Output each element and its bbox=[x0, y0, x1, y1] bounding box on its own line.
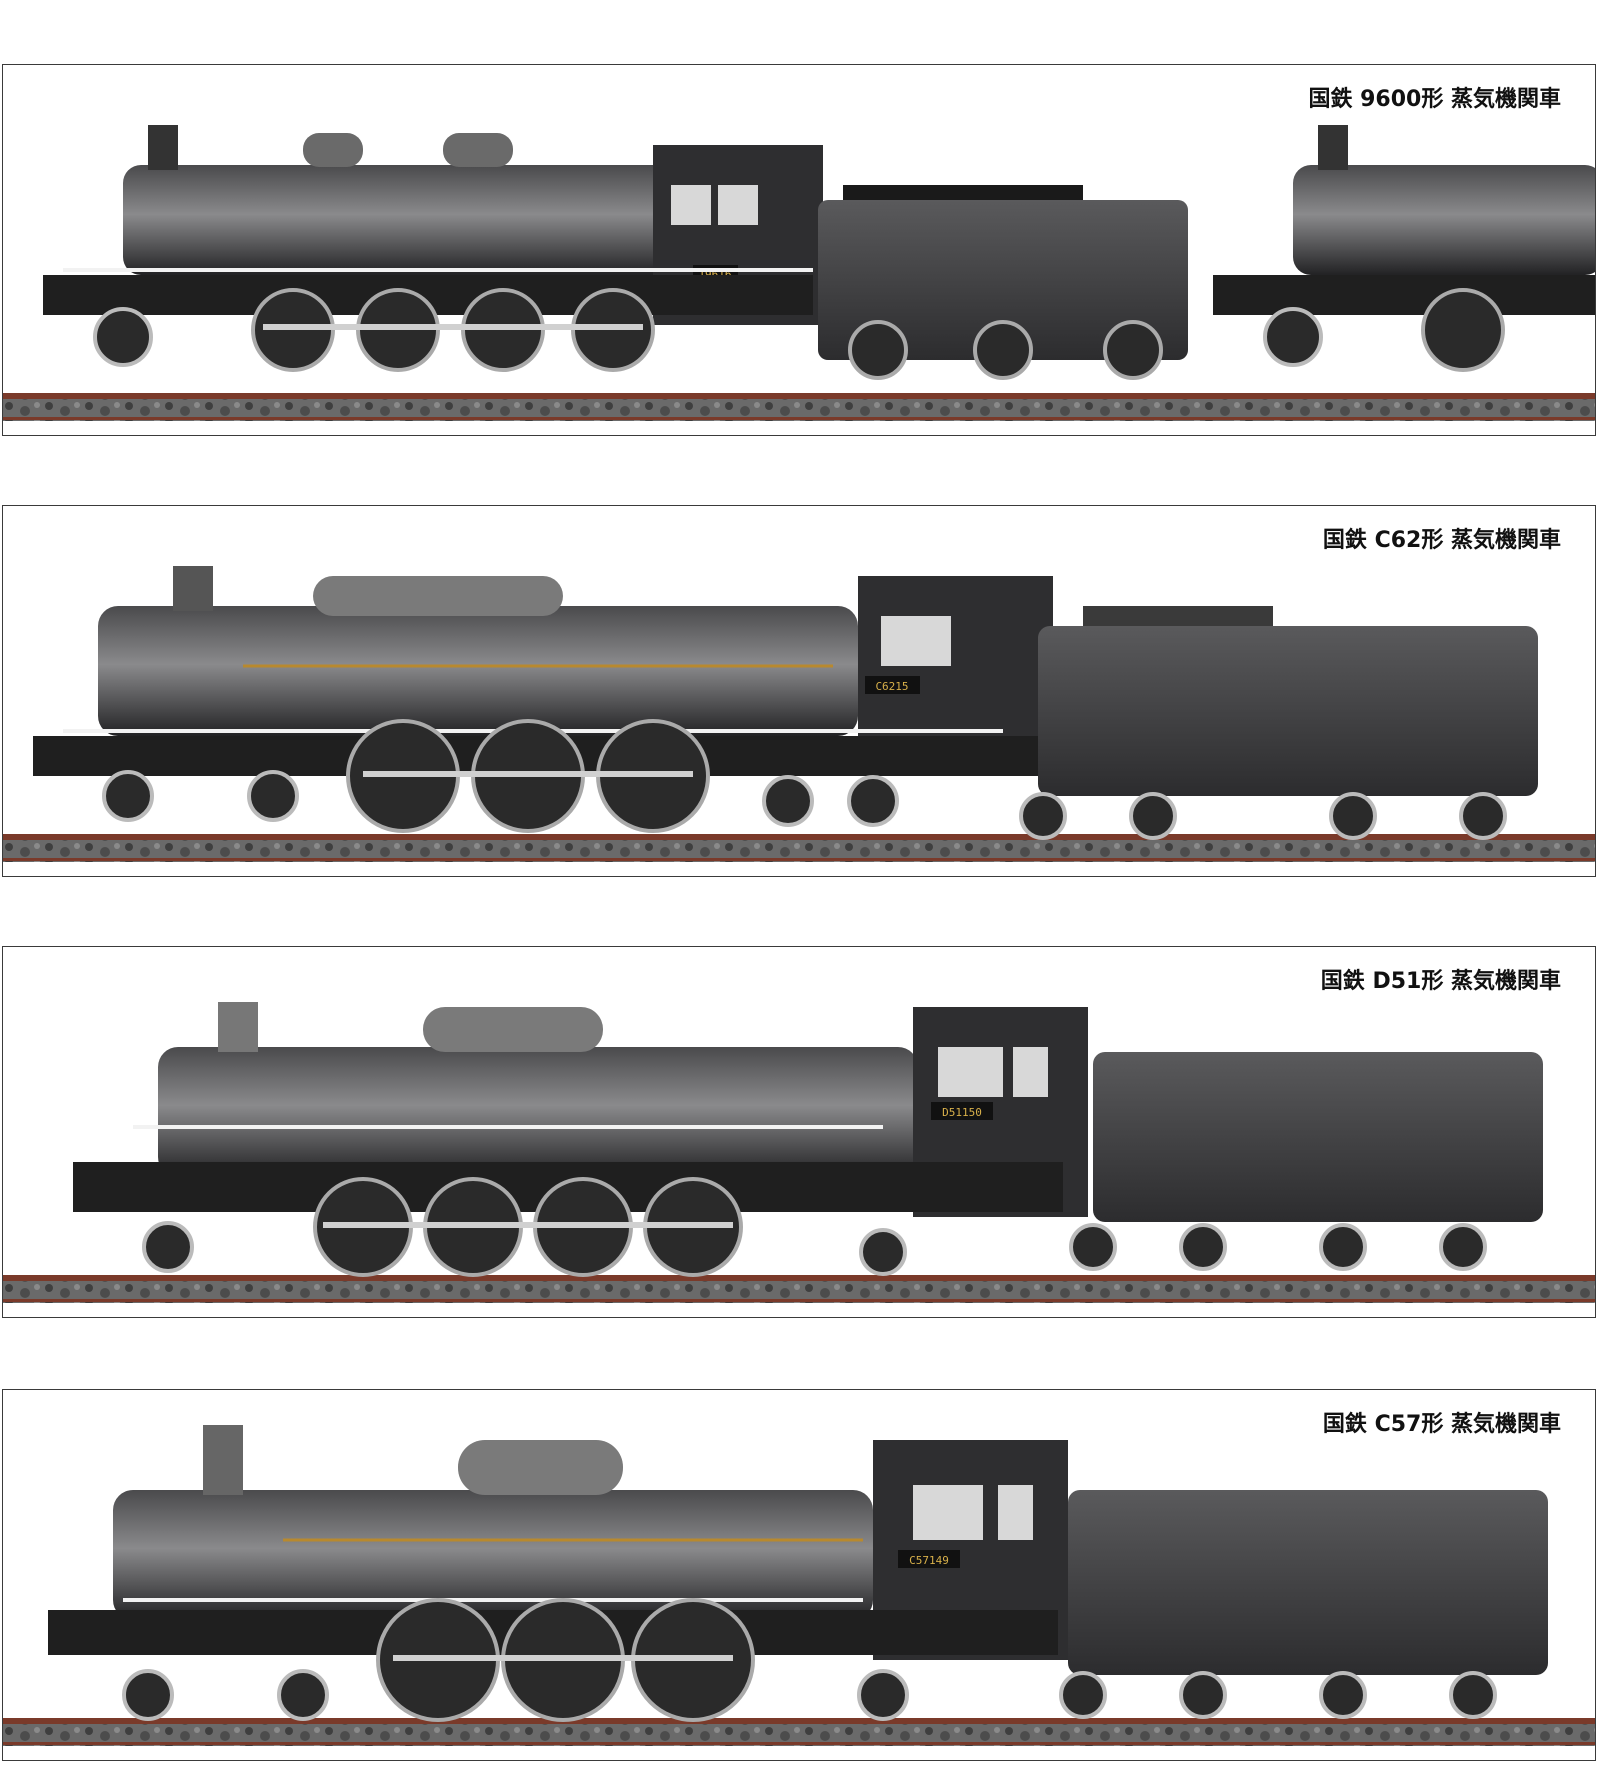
number-plate: C6215 bbox=[875, 680, 908, 693]
locomotive-illustration: C6215 bbox=[3, 566, 1595, 862]
tender bbox=[1059, 1490, 1548, 1719]
panel-title: 国鉄 C57形 蒸気機関車 bbox=[1322, 1412, 1561, 1437]
panel-9600: 国鉄 9600形 蒸気機関車 19616 bbox=[2, 64, 1596, 436]
panel-title: 国鉄 9600形 蒸気機関車 bbox=[1308, 87, 1561, 112]
number-plate: D51150 bbox=[942, 1106, 982, 1119]
tender bbox=[1019, 606, 1538, 840]
locomotive: 19616 bbox=[43, 125, 823, 372]
panel-title: 国鉄 D51形 蒸気機関車 bbox=[1320, 969, 1561, 994]
panel-c62: 国鉄 C62形 蒸気機関車 C6215 bbox=[2, 505, 1596, 877]
locomotive-repeat bbox=[1213, 125, 1595, 372]
panel-d51: 国鉄 D51形 蒸気機関車 D51150 bbox=[2, 946, 1596, 1318]
locomotive-illustration: C57149 bbox=[3, 1425, 1595, 1746]
tender bbox=[1069, 1052, 1543, 1271]
rail bbox=[3, 393, 1595, 399]
locomotive: D51150 bbox=[73, 1002, 1088, 1277]
locomotive-illustration: 19616 bbox=[3, 125, 1595, 421]
locomotive-illustration: D51150 bbox=[3, 1002, 1595, 1303]
tender bbox=[818, 185, 1188, 380]
panel-title: 国鉄 C62形 蒸気機関車 bbox=[1322, 528, 1561, 553]
number-plate: C57149 bbox=[909, 1554, 949, 1567]
panel-c57: 国鉄 C57形 蒸気機関車 C57149 bbox=[2, 1389, 1596, 1761]
locomotive: C6215 bbox=[33, 566, 1053, 833]
locomotive: C57149 bbox=[48, 1425, 1068, 1722]
